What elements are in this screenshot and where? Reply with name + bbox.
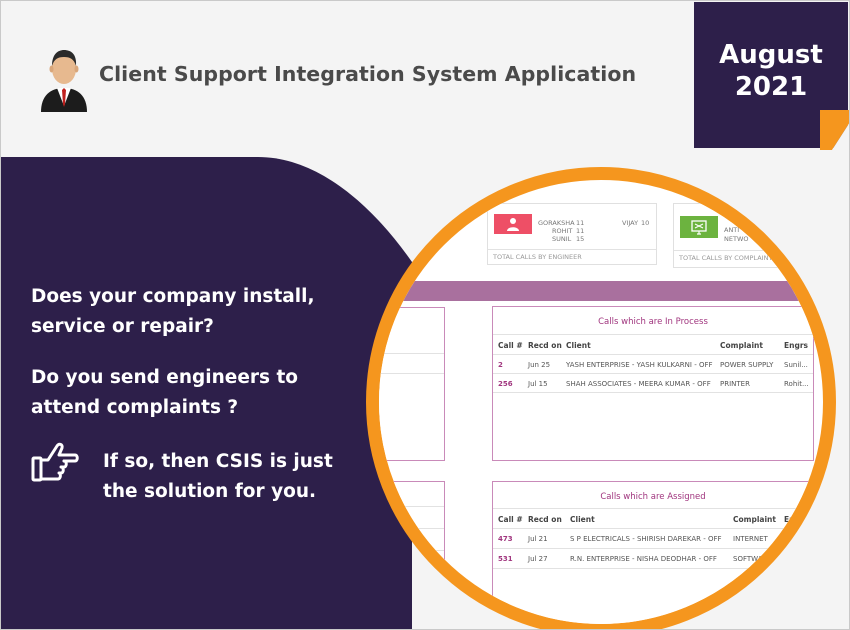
engineer-card-footer: TOTAL CALLS BY ENGINEER (493, 253, 582, 261)
column-header-recd[interactable]: Recd on (528, 341, 562, 350)
complaint: POWER SUPPLY (720, 361, 774, 369)
client: YASH ENTERPRISE - YASH KULKARNI - OFF (566, 361, 713, 369)
engineer-count: 11 (576, 219, 585, 227)
in-process-panel: Calls which are In Process Call # Recd o… (492, 306, 814, 461)
engineer-count: 15 (576, 235, 585, 243)
csis-solution-text: If so, then CSIS is just the solution fo… (103, 451, 333, 502)
card-divider (488, 249, 656, 250)
column-header-complaint[interactable]: Complaint (733, 515, 776, 524)
assigned-title: Calls which are Assigned (600, 492, 706, 502)
complaint-label: ANTI (724, 226, 740, 234)
engineer-card-icon (494, 214, 532, 234)
engineer-name: GORAKSHA (538, 219, 575, 227)
recd-on: Jul 15 (528, 380, 548, 388)
column-header-call[interactable]: Call # (498, 341, 523, 350)
date-year: 2021 (734, 72, 808, 102)
card-divider (674, 250, 823, 251)
column-header-call[interactable]: Call # (498, 515, 523, 524)
call-number-link[interactable]: 473 (498, 535, 513, 543)
client: SHAH ASSOCIATES - MEERA KUMAR - OFF (566, 380, 711, 388)
call-number-link[interactable]: 531 (498, 555, 513, 563)
column-header-client[interactable]: Client (570, 515, 595, 524)
page-title: Client Support Integration System Applic… (99, 62, 637, 86)
monitor-icon (691, 220, 707, 235)
engineer-count: 10 (641, 219, 650, 227)
assigned-panel: Calls which are Assigned Call # Recd on … (492, 481, 814, 624)
in-process-title: Calls which are In Process (598, 317, 708, 327)
complaint-calls-card: ANTI NETWO TOTAL CALLS BY COMPLAINT (673, 203, 823, 268)
engineer: Sunil... (784, 361, 808, 369)
complaint-card-icon (680, 216, 718, 238)
left-panel-top (379, 307, 445, 461)
complaint: SOFTWARE (733, 555, 772, 563)
engineer-name: ROHIT (552, 227, 573, 235)
dashboard-magnifier: GORAKSHA 11 ROHIT 11 SUNIL 15 VIJAY 10 T… (366, 167, 836, 630)
column-header-engrs[interactable]: Engrs (784, 341, 808, 350)
pointing-hand-icon (31, 442, 79, 482)
section-header-bar (393, 281, 823, 301)
column-header-client[interactable]: Client (566, 341, 591, 350)
client: R.N. ENTERPRISE - NISHA DEODHAR - OFF (570, 555, 717, 563)
complaint: PRINTER (720, 380, 750, 388)
column-header-engrs[interactable]: Engrs (784, 515, 808, 524)
folded-corner-icon (820, 110, 850, 150)
recd-on: Jul 27 (528, 555, 548, 563)
column-header-complaint[interactable]: Complaint (720, 341, 763, 350)
complaint: INTERNET (733, 535, 768, 543)
engineer: Sunil... (784, 535, 808, 543)
left-panel-bottom (379, 481, 445, 624)
client: S P ELECTRICALS - SHIRISH DAREKAR - OFF (570, 535, 722, 543)
question-engineers: Do you send engineers to attend complain… (31, 367, 298, 418)
complaint-card-footer: TOTAL CALLS BY COMPLAINT (679, 254, 773, 262)
recd-on: Jul 21 (528, 535, 548, 543)
call-number-link[interactable]: 256 (498, 380, 513, 388)
column-header-recd[interactable]: Recd on (528, 515, 562, 524)
engineer-calls-card: GORAKSHA 11 ROHIT 11 SUNIL 15 VIJAY 10 T… (487, 203, 657, 265)
businessman-icon (41, 50, 87, 112)
date-month: August (719, 40, 823, 70)
question-install: Does your company install, service or re… (31, 286, 315, 337)
engineer-name: SUNIL (552, 235, 572, 243)
recd-on: Jun 25 (528, 361, 551, 369)
user-icon (507, 218, 519, 231)
complaint-label: NETWO (724, 235, 749, 243)
engineer-count: 11 (576, 227, 585, 235)
engineer: Rohit... (784, 380, 809, 388)
engineer: Rohi... (784, 555, 806, 563)
engineer-name: VIJAY (622, 219, 639, 227)
call-number-link[interactable]: 2 (498, 361, 503, 369)
